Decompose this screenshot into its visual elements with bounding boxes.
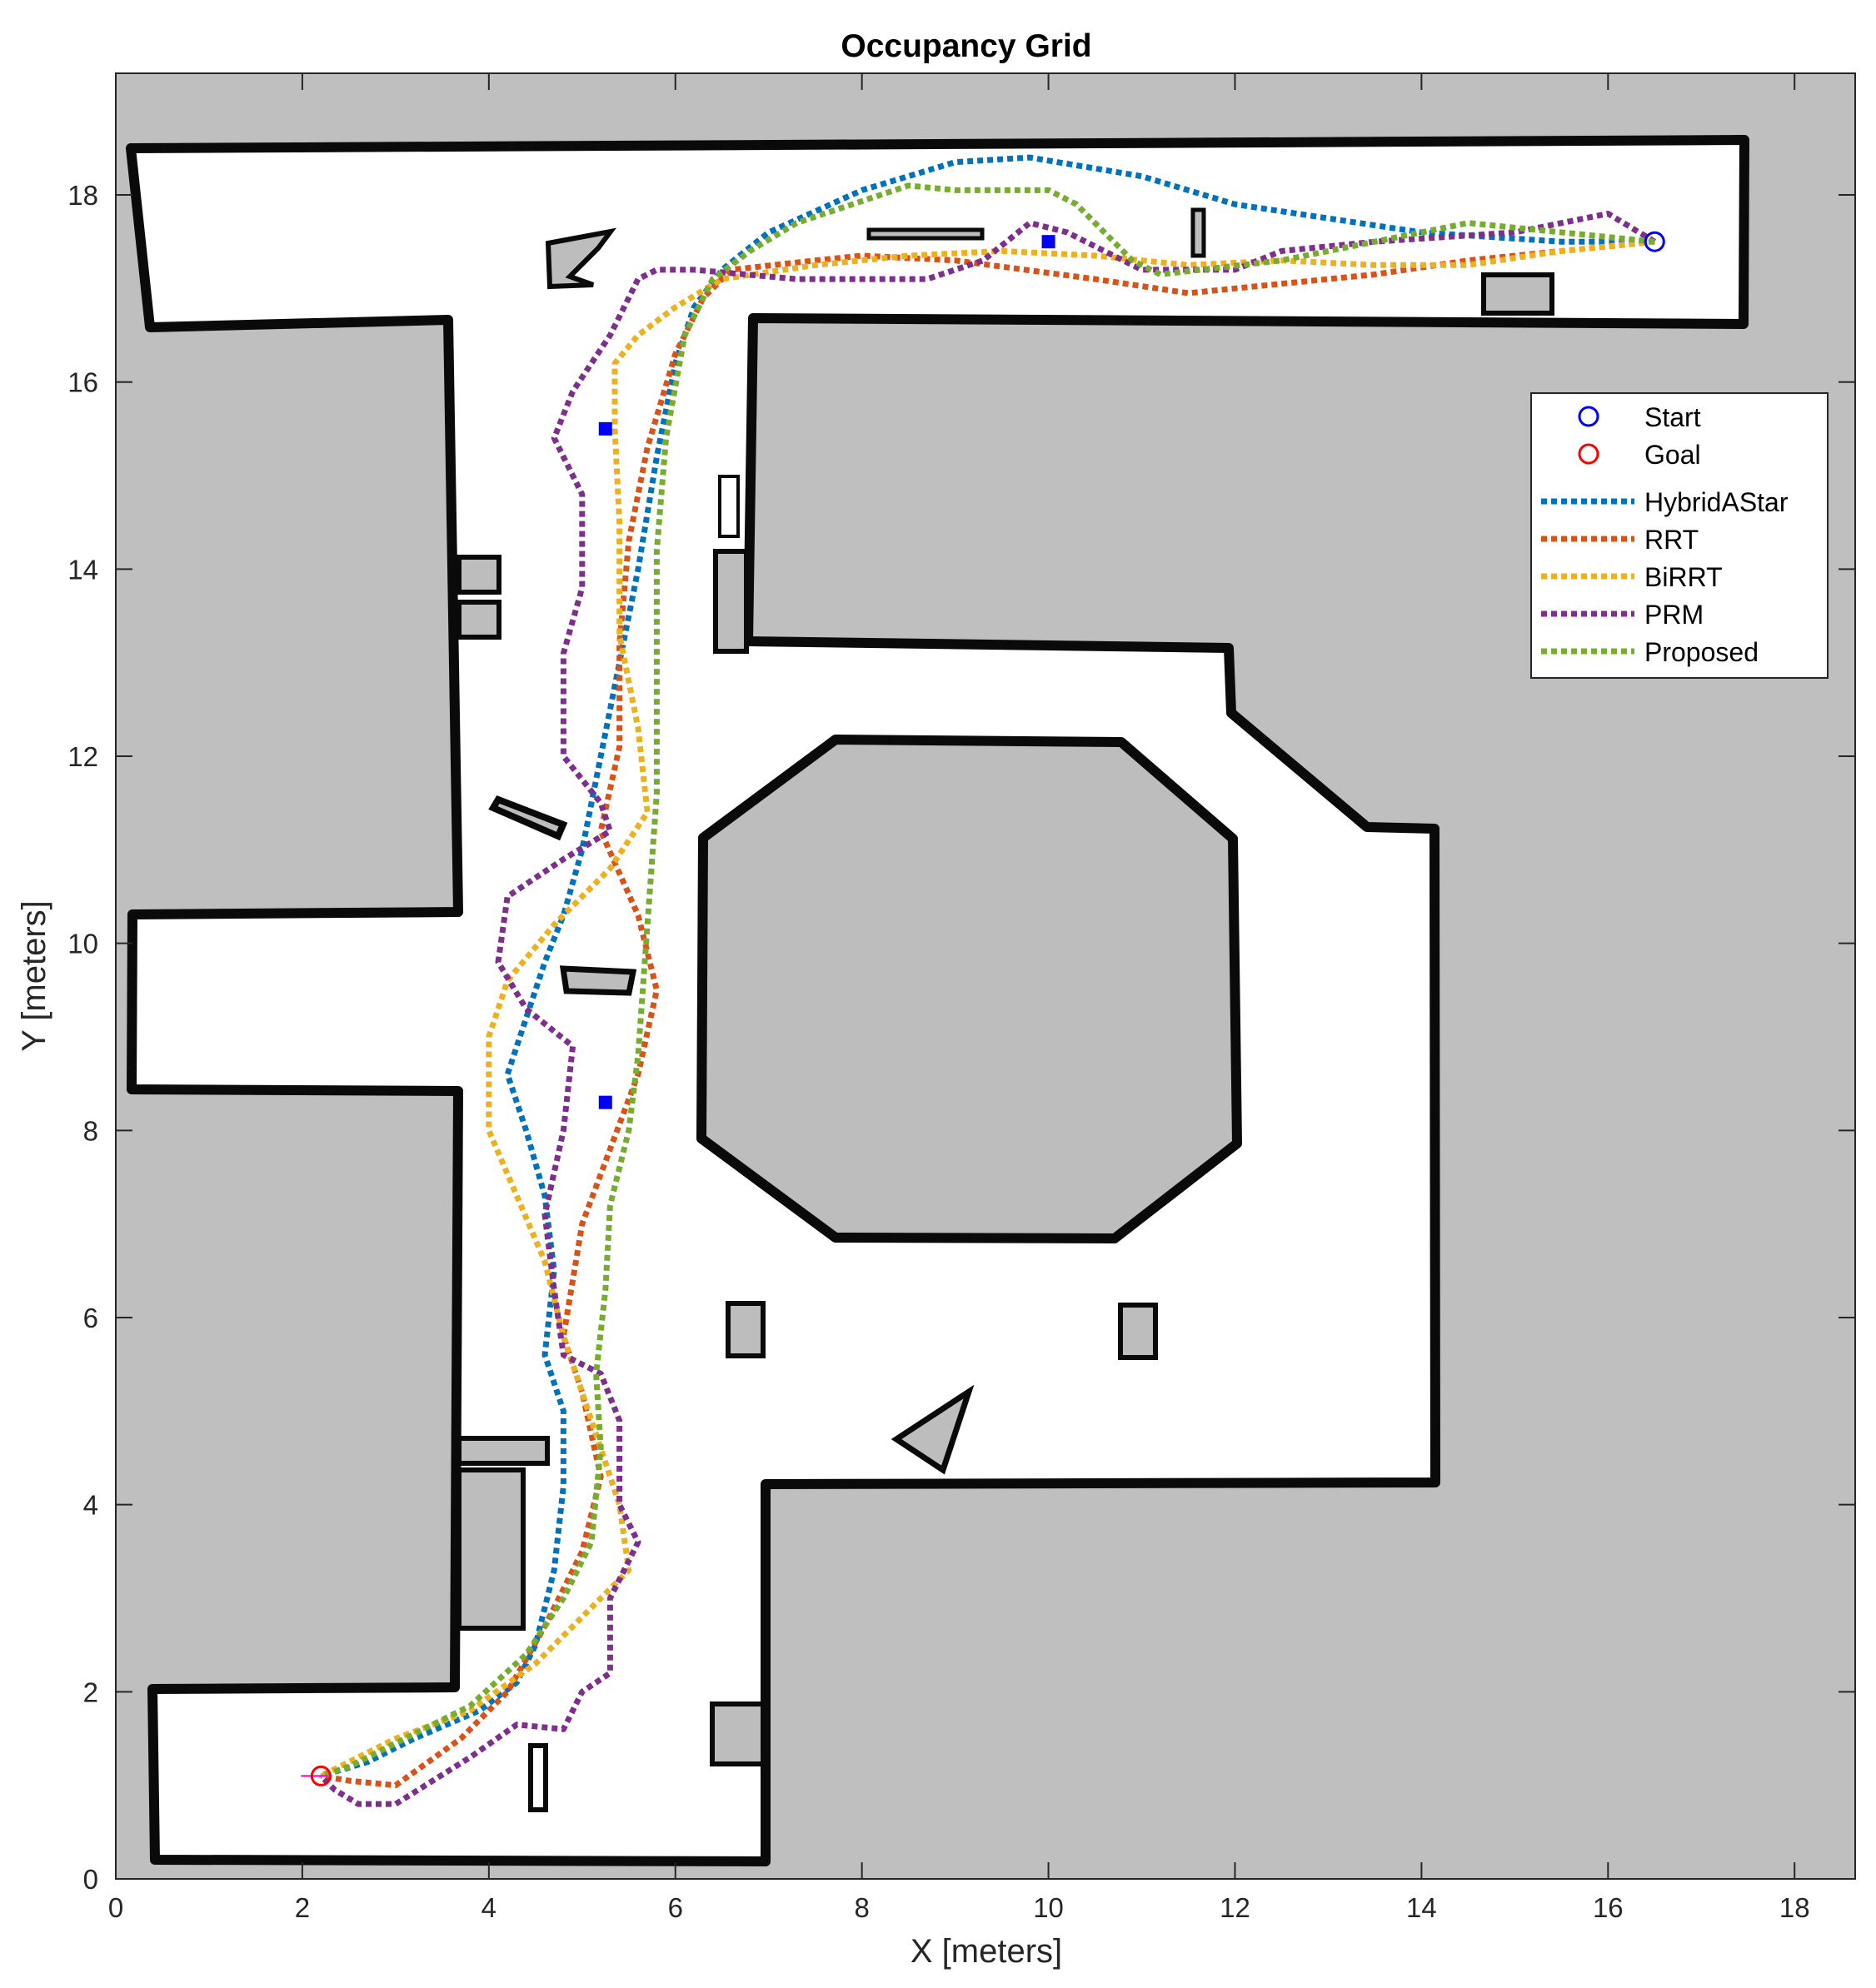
x-tick-label: 0 [108, 1892, 123, 1923]
legend-start-marker-icon [1578, 406, 1599, 427]
legend: Start Goal HybridAStar RRT BiRRT PRM Pro… [1530, 392, 1829, 679]
paths-layer [318, 154, 1657, 1807]
path-birrt [319, 238, 1655, 1779]
obstacle [1481, 272, 1554, 316]
markers-layer [301, 231, 1665, 1786]
y-tick-label: 18 [67, 180, 98, 211]
y-tick-label: 8 [83, 1115, 98, 1146]
legend-goal-marker-icon [1578, 443, 1599, 465]
y-tick-label: 12 [67, 741, 98, 772]
obstacle [457, 600, 501, 640]
obstacle [891, 1384, 975, 1475]
obstacle [559, 965, 637, 996]
x-tick-label: 10 [1033, 1892, 1064, 1923]
waypoint-marker [1041, 235, 1055, 249]
legend-label-rrt: RRT [1644, 525, 1699, 555]
obstacle [488, 795, 568, 841]
y-tick-label: 14 [67, 554, 98, 585]
path-proposed [320, 182, 1655, 1779]
x-tick-label: 16 [1593, 1892, 1624, 1923]
obstacle [726, 1301, 766, 1358]
obstacle [713, 549, 749, 654]
y-tick-label: 6 [83, 1303, 98, 1333]
chart-title: Occupancy Grid [841, 28, 1091, 64]
y-tick-label: 10 [67, 929, 98, 959]
obstacle [866, 227, 985, 241]
legend-label-birrt: BiRRT [1644, 562, 1723, 592]
central-octagon-obstacle [696, 735, 1242, 1243]
x-tick-label: 14 [1406, 1892, 1437, 1923]
plot-frame [115, 72, 1856, 1880]
x-tick-label: 2 [295, 1892, 310, 1923]
x-axis-label: X [meters] [911, 1933, 1062, 1970]
obstacle [718, 475, 740, 538]
goal-marker [310, 1765, 332, 1786]
y-tick-label: 0 [83, 1864, 98, 1895]
y-tick-label: 16 [67, 367, 98, 398]
obstacle [710, 1702, 766, 1766]
start-marker [1644, 231, 1665, 252]
path-prm [318, 211, 1657, 1807]
obstacle [528, 1743, 548, 1812]
waypoints-layer [598, 235, 1055, 1109]
waypoint-marker [598, 1095, 612, 1109]
legend-label-hybridastar: HybridAStar [1644, 487, 1789, 517]
y-tick-label: 2 [83, 1677, 98, 1707]
x-tick-label: 18 [1779, 1892, 1810, 1923]
path-rrt [320, 238, 1655, 1789]
y-axis-label: Y [meters] [16, 900, 52, 1052]
x-tick-label: 8 [854, 1892, 869, 1923]
waypoint-marker [598, 421, 612, 436]
x-tick-label: 4 [481, 1892, 496, 1923]
legend-label-prm: PRM [1644, 600, 1704, 630]
x-tick-label: 6 [668, 1892, 683, 1923]
legend-label-proposed: Proposed [1644, 637, 1759, 667]
obstacle [545, 227, 617, 290]
x-tick-label: 12 [1220, 1892, 1250, 1923]
path-hybridastar [320, 154, 1655, 1779]
legend-label-start: Start [1644, 402, 1701, 432]
obstacle [1190, 207, 1206, 258]
axis-ticks-layer: 0 2 4 6 8 10 12 14 16 18 0 2 4 6 8 10 12 14 16 18 [67, 73, 1855, 1923]
obstacle [1118, 1303, 1158, 1360]
legend-box [1530, 392, 1829, 679]
plot-area [115, 72, 1856, 1880]
y-tick-label: 4 [83, 1490, 98, 1521]
legend-label-goal: Goal [1644, 440, 1701, 470]
obstacle [457, 1436, 550, 1466]
obstacle [457, 555, 501, 595]
obstacle [457, 1467, 526, 1631]
